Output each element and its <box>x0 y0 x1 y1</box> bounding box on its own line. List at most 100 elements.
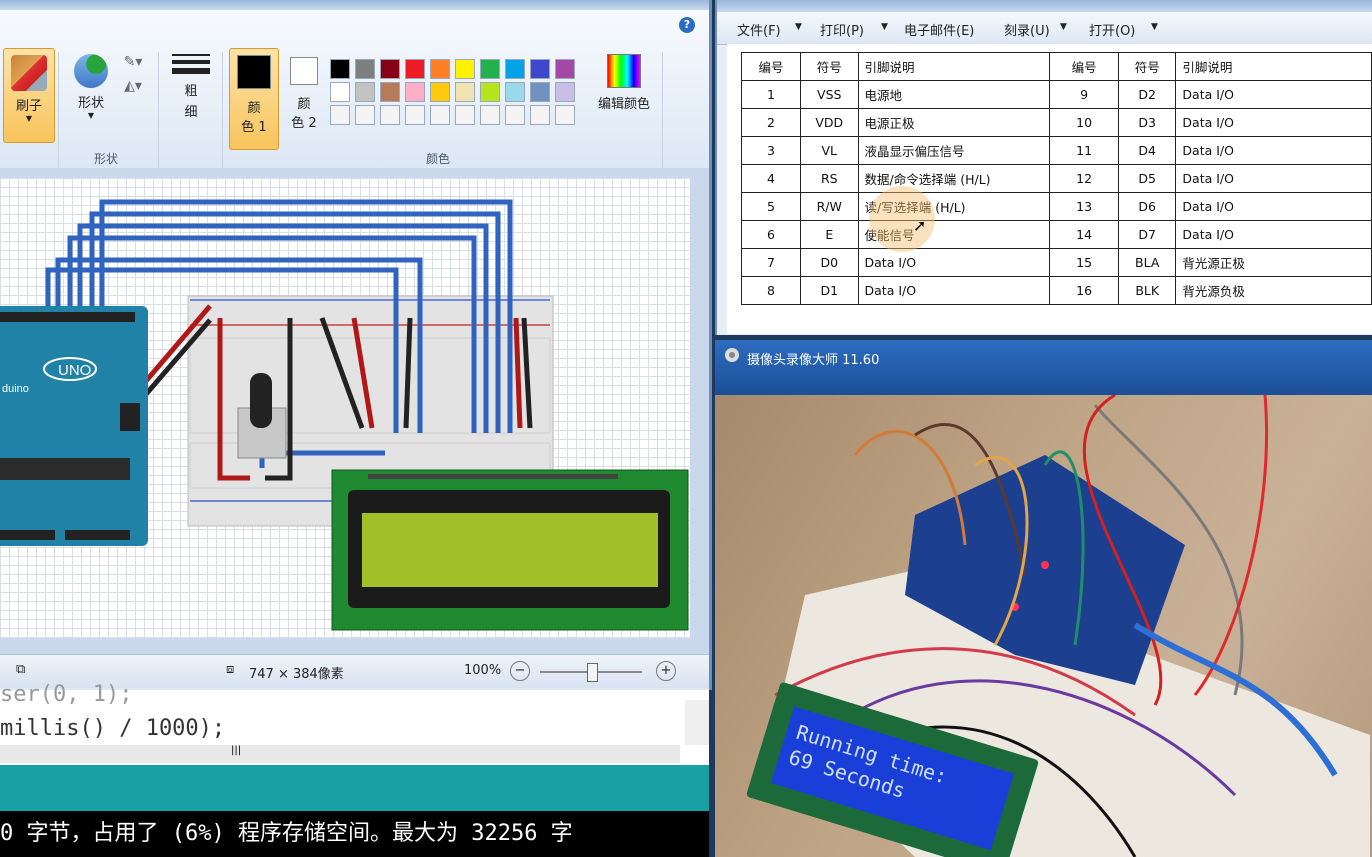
zoom-slider-thumb[interactable] <box>587 663 598 682</box>
table-cell: 电源地 <box>857 80 1051 109</box>
color2-label-1: 颜 <box>297 97 311 112</box>
table-cell: Data I/O <box>857 248 1051 277</box>
chevron-down-icon[interactable]: ▼ <box>1151 22 1158 32</box>
palette-swatch[interactable] <box>530 59 550 79</box>
vertical-scrollbar[interactable] <box>685 700 709 745</box>
palette-swatch[interactable] <box>505 59 525 79</box>
palette-swatch[interactable] <box>355 82 375 102</box>
table-cell: D2 <box>1117 80 1177 109</box>
palette-swatch[interactable] <box>330 59 350 79</box>
ide-status-area <box>0 765 709 811</box>
outline-icon[interactable]: ✎▾ <box>123 54 143 70</box>
arduino-model-label: UNO <box>58 362 91 379</box>
zoom-in-button[interactable]: + <box>656 661 676 681</box>
palette-swatch[interactable] <box>555 82 575 102</box>
table-cell: D4 <box>1117 136 1177 165</box>
table-cell: 10 <box>1049 108 1119 137</box>
camera-feed: Running time: 69 Seconds <box>715 395 1372 857</box>
help-icon[interactable]: ? <box>679 17 695 33</box>
table-cell: 8 <box>740 276 802 305</box>
palette-swatch[interactable] <box>480 105 500 125</box>
palette-swatch[interactable] <box>530 105 550 125</box>
usb-cable <box>1133 622 1338 777</box>
palette-swatch[interactable] <box>380 105 400 125</box>
menu-file[interactable]: 文件(F) <box>737 24 781 39</box>
palette-swatch[interactable] <box>355 105 375 125</box>
menu-print[interactable]: 打印(P) <box>820 24 864 39</box>
document-viewer-window: 文件(F) ▼ 打印(P) ▼ 电子邮件(E) 刻录(U) ▼ 打开(O) ▼ … <box>715 0 1372 335</box>
palette-swatch[interactable] <box>480 59 500 79</box>
wire <box>513 317 523 429</box>
arduino-photo <box>905 455 1185 685</box>
palette-swatch[interactable] <box>530 82 550 102</box>
table-cell: 11 <box>1049 136 1119 165</box>
palette-swatch[interactable] <box>555 105 575 125</box>
wire <box>774 647 1136 717</box>
drawing-canvas[interactable]: UNO duino <box>0 178 690 638</box>
table-header-cell: 编号 <box>1049 52 1119 81</box>
wire <box>99 199 513 433</box>
palette-swatch[interactable] <box>455 59 475 79</box>
table-cell: VSS <box>800 80 859 109</box>
chevron-down-icon[interactable]: ▼ <box>1060 22 1067 32</box>
palette-swatch[interactable] <box>430 59 450 79</box>
palette-swatch[interactable] <box>380 59 400 79</box>
color1-button[interactable]: 颜 色 1 <box>229 48 279 150</box>
color2-button[interactable]: 颜 色 2 <box>281 48 327 148</box>
size-button[interactable]: 粗 细 <box>168 50 214 150</box>
chevron-down-icon[interactable]: ▼ <box>881 22 888 32</box>
mouse-cursor-icon: ➚ <box>913 216 927 235</box>
table-cell: Data I/O <box>1175 108 1372 137</box>
edit-colors-label: 编辑颜色 <box>597 97 650 112</box>
canvas-size-icon: ⧈ <box>226 662 235 677</box>
table-header-cell: 引脚说明 <box>1175 52 1372 81</box>
shapes-button[interactable]: 形状 ▼ <box>68 48 114 148</box>
chevron-down-icon[interactable]: ▼ <box>795 22 802 32</box>
camera-window-title: 摄像头录像大师 11.60 <box>747 353 880 368</box>
horizontal-scrollbar[interactable]: ||| <box>0 745 680 763</box>
lcd-photo: Running time: 69 Seconds <box>746 682 1039 857</box>
zoom-out-button[interactable]: − <box>510 661 530 681</box>
wire <box>55 257 423 433</box>
wire <box>67 235 477 433</box>
table-cell: 7 <box>740 248 802 277</box>
cursor-highlight <box>869 186 935 252</box>
brushes-label: 刷子 <box>15 99 42 114</box>
palette-swatch[interactable] <box>330 105 350 125</box>
palette-swatch[interactable] <box>330 82 350 102</box>
doc-titlebar <box>717 0 1372 12</box>
palette-swatch[interactable] <box>355 59 375 79</box>
menu-burn[interactable]: 刻录(U) <box>1004 24 1050 39</box>
menu-email[interactable]: 电子邮件(E) <box>904 24 975 39</box>
palette-swatch[interactable] <box>405 59 425 79</box>
palette-swatch[interactable] <box>555 59 575 79</box>
wire <box>974 456 1029 646</box>
arduino-icsp <box>120 403 140 431</box>
color2-label-2: 色 2 <box>291 116 317 131</box>
edit-colors-button[interactable]: 编辑颜色 <box>593 50 655 150</box>
table-cell: 16 <box>1049 276 1119 305</box>
wire <box>89 211 501 433</box>
palette-swatch[interactable] <box>430 105 450 125</box>
palette-swatch[interactable] <box>430 82 450 102</box>
arduino-chip <box>0 458 130 480</box>
palette-swatch[interactable] <box>505 82 525 102</box>
palette-swatch[interactable] <box>505 105 525 125</box>
palette-swatch[interactable] <box>455 105 475 125</box>
wire <box>351 317 375 429</box>
palette-swatch[interactable] <box>405 82 425 102</box>
paint-status-bar: ⧉ ⧈ 747 × 384像素 100% − + <box>0 654 709 688</box>
table-cell: 读/写选择端 (H/L) <box>857 192 1051 221</box>
palette-swatch[interactable] <box>405 105 425 125</box>
palette-swatch[interactable] <box>455 82 475 102</box>
potentiometer-knob <box>250 373 272 428</box>
menu-open[interactable]: 打开(O) <box>1089 24 1136 39</box>
palette-swatch[interactable] <box>480 82 500 102</box>
table-cell: 1 <box>740 80 802 109</box>
fill-icon[interactable]: ◭▾ <box>124 78 142 94</box>
palette-swatch[interactable] <box>380 82 400 102</box>
table-cell: D1 <box>800 276 859 305</box>
table-cell: 3 <box>740 136 802 165</box>
brushes-button[interactable]: 刷子 ▼ <box>3 48 55 143</box>
